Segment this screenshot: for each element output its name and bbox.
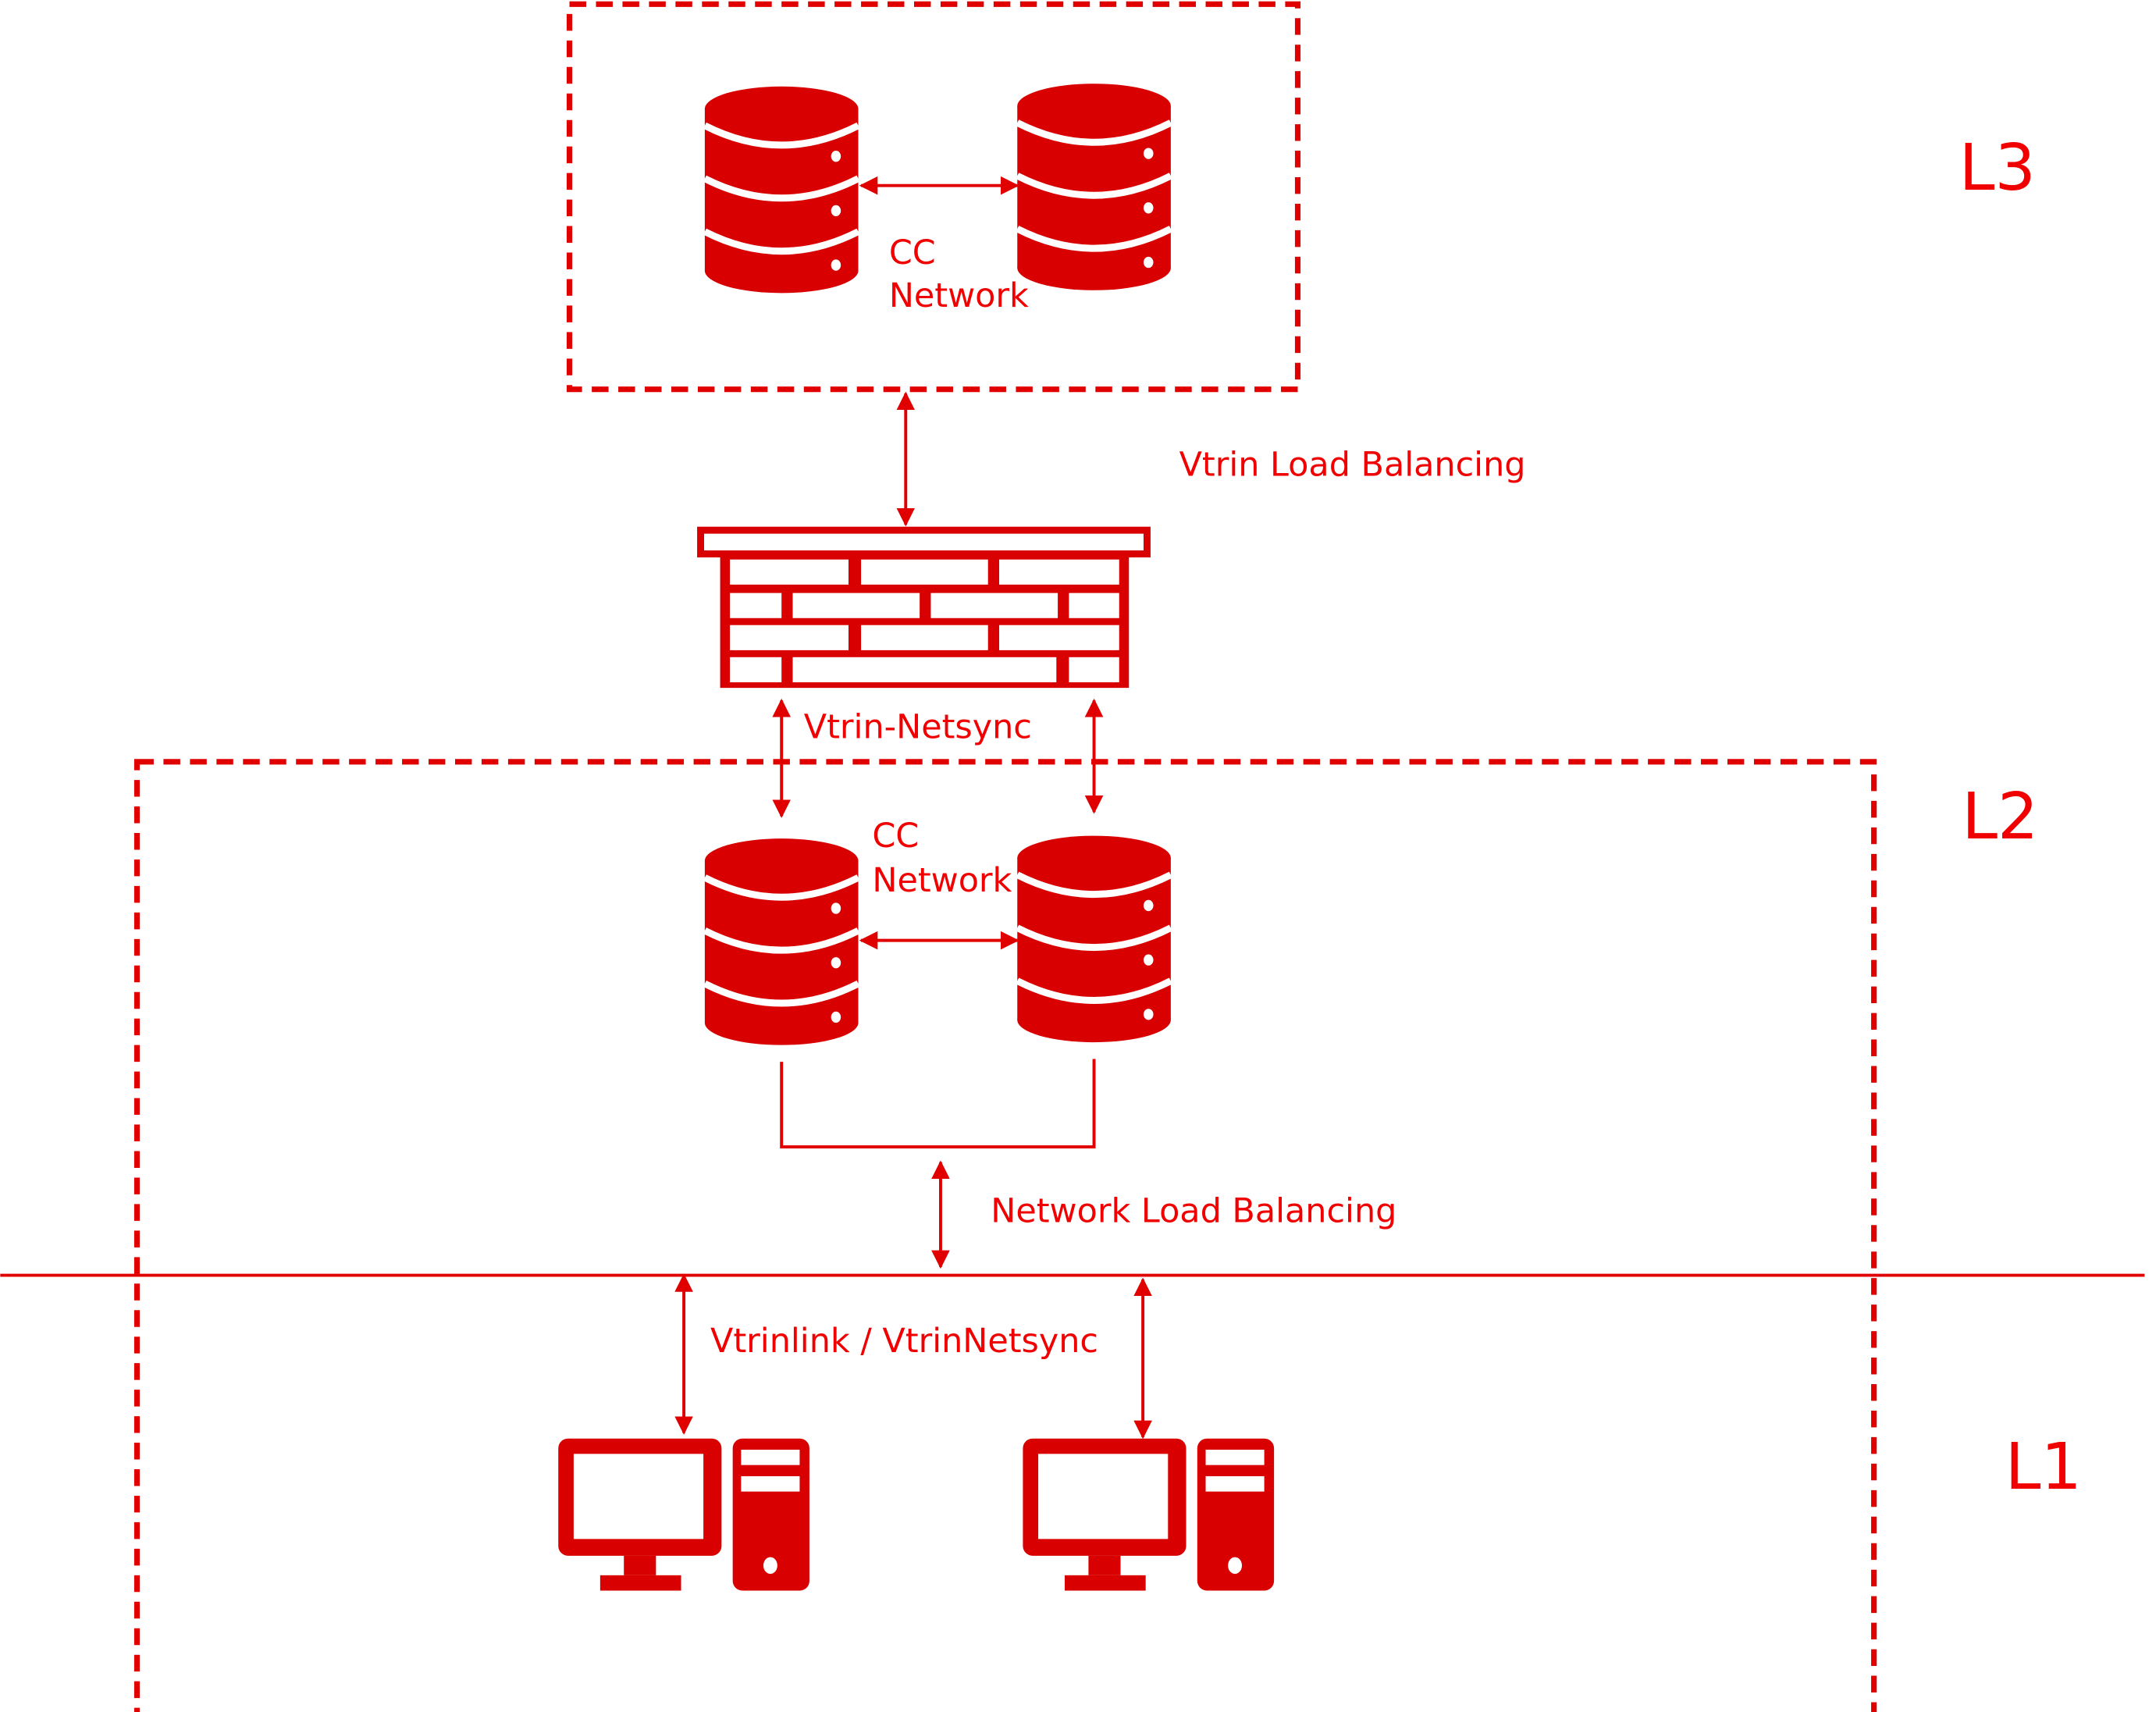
level-label-l2: L2 <box>1962 780 2038 854</box>
desktop-computer-icon <box>1023 1438 1275 1591</box>
database-icon <box>705 87 859 294</box>
vtrin-load-balancing-label: Vtrin Load Balancing <box>1179 445 1526 484</box>
cc-network-label: CC <box>872 817 919 856</box>
cc-network-label: Network <box>889 276 1029 315</box>
desktop-computer-icon <box>558 1438 809 1591</box>
database-icon <box>1017 84 1171 290</box>
server-bracket <box>780 1059 1096 1149</box>
vtrin-netsync-label: Vtrin-Netsync <box>804 707 1032 746</box>
level-label-l3: L3 <box>1959 131 2036 205</box>
firewall-icon <box>697 526 1151 689</box>
vtrinlink-label: Vtrinlink / VtrinNetsync <box>710 1322 1098 1361</box>
network-load-balancing-label: Network Load Balancing <box>991 1192 1396 1231</box>
level-label-l1: L1 <box>2005 1430 2082 1504</box>
cc-network-label: CC <box>889 233 936 272</box>
l2-zone-boundary <box>133 759 1877 1712</box>
cc-network-label: Network <box>872 861 1012 900</box>
l3-zone-boundary <box>566 1 1301 393</box>
database-icon <box>1017 836 1171 1043</box>
database-icon <box>705 838 859 1045</box>
